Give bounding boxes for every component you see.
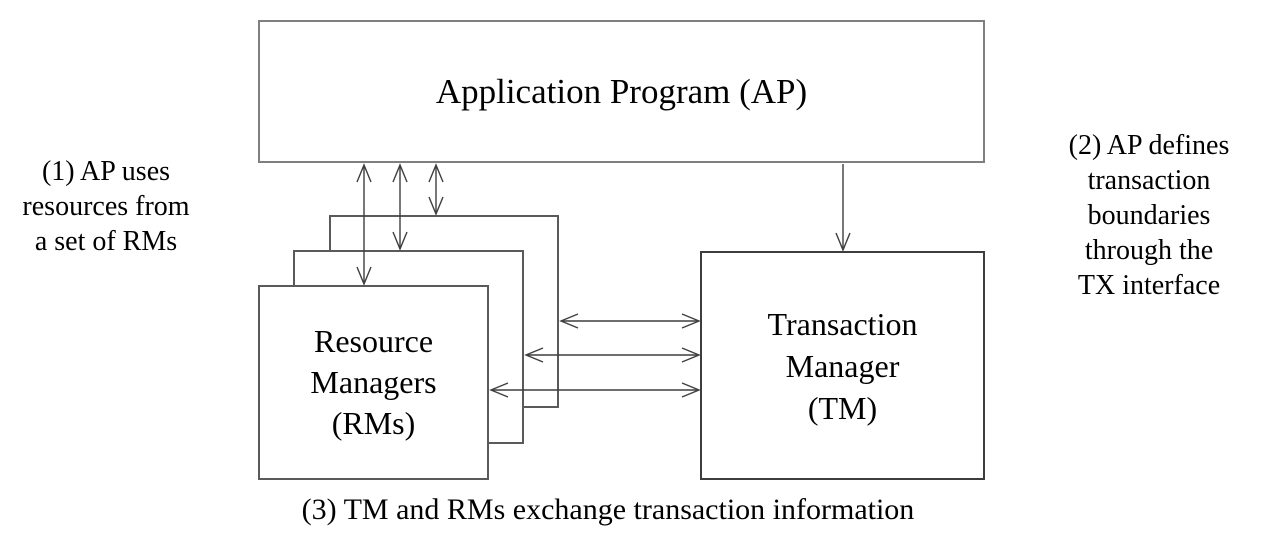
annotation-2-line5: TX interface bbox=[1077, 270, 1221, 301]
node-resource-managers: Resource Managers (RMs) bbox=[258, 285, 489, 480]
annotation-1-line3: a set of RMs bbox=[34, 226, 178, 257]
arrow-ap-rm-back bbox=[428, 163, 444, 216]
annotation-1-line1: (1) AP uses bbox=[41, 156, 171, 187]
annotation-2-line3: boundaries bbox=[1087, 200, 1211, 231]
node-transaction-manager-label-line2: Manager bbox=[785, 347, 900, 384]
annotation-tm-rm-exchange: (3) TM and RMs exchange transaction info… bbox=[255, 492, 961, 528]
arrow-ap-tm bbox=[835, 164, 851, 252]
node-resource-managers-label-line2: Managers bbox=[310, 364, 437, 400]
annotation-2-line1: (2) AP defines bbox=[1068, 130, 1230, 161]
annotation-ap-uses-rms: (1) AP uses resources from a set of RMs bbox=[0, 154, 212, 259]
annotation-2-line4: through the bbox=[1084, 235, 1214, 266]
annotation-2-line2: transaction bbox=[1087, 165, 1211, 196]
annotation-ap-defines-boundaries: (2) AP defines transaction boundaries th… bbox=[1042, 128, 1256, 303]
node-transaction-manager-label-line3: (TM) bbox=[807, 389, 878, 426]
node-transaction-manager-label-line1: Transaction bbox=[767, 305, 918, 342]
annotation-3-text: (3) TM and RMs exchange transaction info… bbox=[301, 493, 915, 526]
annotation-1-line2: resources from bbox=[22, 191, 190, 222]
node-resource-managers-label-line3: (RMs) bbox=[331, 405, 416, 441]
node-application-program-label: Application Program (AP) bbox=[435, 71, 808, 111]
arrow-rm-back-tm bbox=[559, 313, 701, 329]
node-transaction-manager: Transaction Manager (TM) bbox=[700, 251, 985, 480]
node-resource-managers-label-line1: Resource bbox=[313, 323, 434, 359]
node-application-program: Application Program (AP) bbox=[258, 20, 985, 163]
